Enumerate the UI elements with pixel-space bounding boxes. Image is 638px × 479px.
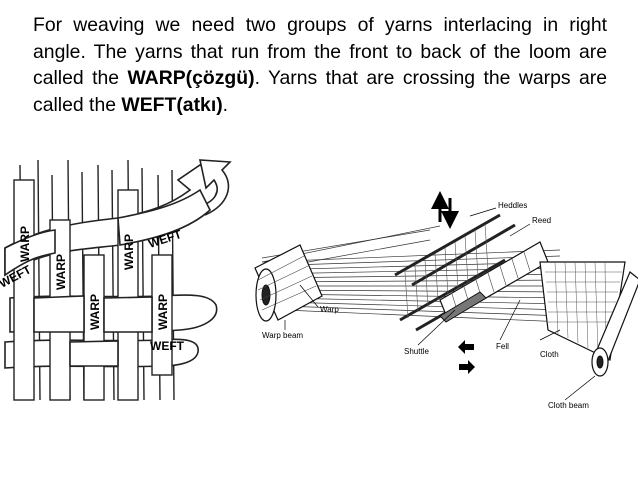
label-cloth: Cloth	[540, 350, 559, 359]
loom-drawing	[254, 191, 638, 401]
label-shuttle: Shuttle	[404, 347, 429, 356]
warp-weft-sketch	[4, 159, 232, 401]
shuttle-direction-arrows	[458, 340, 475, 374]
warp-label-4: WARP	[122, 234, 136, 270]
intro-text-3: .	[222, 93, 229, 116]
label-warp: Warp	[320, 305, 339, 314]
warp-term: WARP(çözgü)	[127, 67, 255, 89]
warp-label-3: WARP	[88, 294, 102, 330]
weft-label-3: WEFT	[150, 339, 185, 353]
heddle-motion-arrows	[431, 191, 459, 229]
cloth-beam	[591, 271, 638, 377]
sketch-labels: WARP WARP WARP WARP WARP WEFT WEFT WEFT	[0, 226, 185, 353]
label-warp-beam: Warp beam	[262, 331, 303, 340]
label-heddles: Heddles	[498, 201, 527, 210]
intro-text-1: For weaving we need two groups of yarns …	[33, 14, 607, 89]
loom-labels: Heddles Reed Warp Warp beam Shuttle Fell…	[262, 201, 589, 410]
warp-label-1: WARP	[18, 226, 32, 262]
label-cloth-beam: Cloth beam	[548, 401, 589, 410]
label-fell: Fell	[496, 342, 509, 351]
warp-label-2: WARP	[54, 254, 68, 290]
leader-lines	[284, 207, 596, 401]
label-reed: Reed	[532, 216, 551, 225]
intro-paragraph: For weaving we need two groups of yarns …	[33, 12, 607, 118]
warp-label-5: WARP	[156, 294, 170, 330]
warp-yarn-1	[13, 179, 35, 401]
intro-text-2: . Yarns that are crossing the warps are …	[33, 67, 607, 116]
warp-beam	[254, 244, 323, 322]
weft-curve-arrow	[198, 159, 232, 216]
weft-term: WEFT(atkı)	[121, 93, 223, 116]
